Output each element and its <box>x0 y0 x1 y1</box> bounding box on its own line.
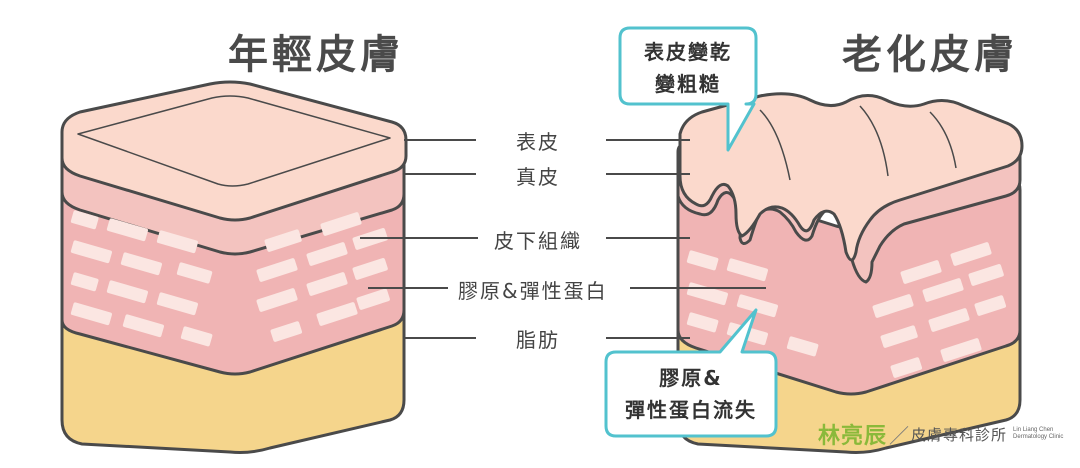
collagen-brick <box>872 294 914 318</box>
label-collagen-elastin: 膠原&彈性蛋白 <box>458 279 608 303</box>
label-fat: 脂肪 <box>516 328 560 352</box>
callout-bottom-line1: 膠原& <box>659 366 723 390</box>
logo-subtitle: 皮膚專科診所 <box>911 425 1008 444</box>
collagen-brick <box>352 258 388 280</box>
collagen-brick <box>950 242 992 266</box>
collagen-brick <box>156 230 198 254</box>
logo-name: 林亮辰 <box>818 424 888 449</box>
young-epidermis-inner-outline <box>77 95 391 187</box>
collagen-brick <box>928 308 970 332</box>
collagen-brick <box>176 262 213 284</box>
collagen-brick <box>156 292 198 316</box>
logo-slash: ／ <box>889 423 910 448</box>
callout-bottom-line2: 彈性蛋白流失 <box>625 398 757 422</box>
label-subcutaneous: 皮下組織 <box>494 229 582 253</box>
collagen-brick <box>270 321 303 342</box>
logo-english-line2: Dermatology Clinic <box>1013 434 1064 440</box>
aged-skin-title: 老化皮膚 <box>842 31 1018 78</box>
collagen-brick <box>106 280 148 304</box>
collagen-brick <box>968 264 1004 286</box>
collagen-brick <box>122 314 164 338</box>
collagen-brick <box>686 250 719 271</box>
callout-top-line2: 變粗糙 <box>655 72 721 96</box>
logo-english-line1: Lin Liang Chen <box>1013 427 1054 433</box>
collagen-brick <box>180 326 213 347</box>
aged-collagen-bricks <box>686 242 1007 378</box>
aged-epidermis-layer <box>678 92 1024 262</box>
collagen-brick <box>786 336 819 357</box>
logo-english: Lin Liang Chen Dermatology Clinic <box>1013 427 1063 441</box>
collagen-brick <box>70 272 99 292</box>
aged-epidermis-wrinkle-1 <box>759 109 791 181</box>
collagen-brick <box>922 278 964 302</box>
collagen-brick <box>70 302 112 326</box>
collagen-brick <box>686 312 719 333</box>
collagen-brick <box>306 272 348 296</box>
label-connector-lines <box>360 139 766 339</box>
clinic-logo: 林亮辰 ／ 皮膚專科診所 Lin Liang Chen Dermatology … <box>818 418 1063 450</box>
collagen-brick <box>306 242 348 266</box>
collagen-brick <box>880 325 918 348</box>
collagen-brick <box>106 218 148 242</box>
collagen-brick <box>356 288 390 310</box>
callout-top-line1: 表皮變乾 <box>644 40 732 64</box>
young-epidermis-layer <box>60 80 408 222</box>
callout-bottom-text: 膠原& 彈性蛋白流失 <box>608 362 774 426</box>
young-skin-title: 年輕皮膚 <box>228 31 404 78</box>
collagen-brick <box>316 302 358 326</box>
callout-top-bubble <box>618 26 758 152</box>
collagen-brick <box>726 258 768 282</box>
callout-bottom-bubble <box>604 308 778 438</box>
label-epidermis: 表皮 <box>516 130 560 154</box>
collagen-brick <box>940 338 982 362</box>
young-collagen-bricks <box>70 210 390 347</box>
callout-top-text: 表皮變乾 變粗糙 <box>622 36 754 100</box>
collagen-brick <box>736 294 778 318</box>
collagen-brick <box>70 240 112 264</box>
collagen-brick <box>256 288 298 312</box>
collagen-brick <box>890 357 923 378</box>
aged-epidermis-wrinkle-3 <box>929 111 957 169</box>
collagen-brick <box>70 210 99 230</box>
collagen-brick <box>120 252 162 276</box>
collagen-brick <box>974 295 1007 316</box>
collagen-brick <box>256 258 298 282</box>
label-dermis: 真皮 <box>516 165 560 189</box>
aged-epidermis-wrinkle-2 <box>859 105 889 177</box>
collagen-brick <box>320 212 362 236</box>
collagen-brick <box>900 260 942 284</box>
collagen-brick <box>264 229 302 252</box>
